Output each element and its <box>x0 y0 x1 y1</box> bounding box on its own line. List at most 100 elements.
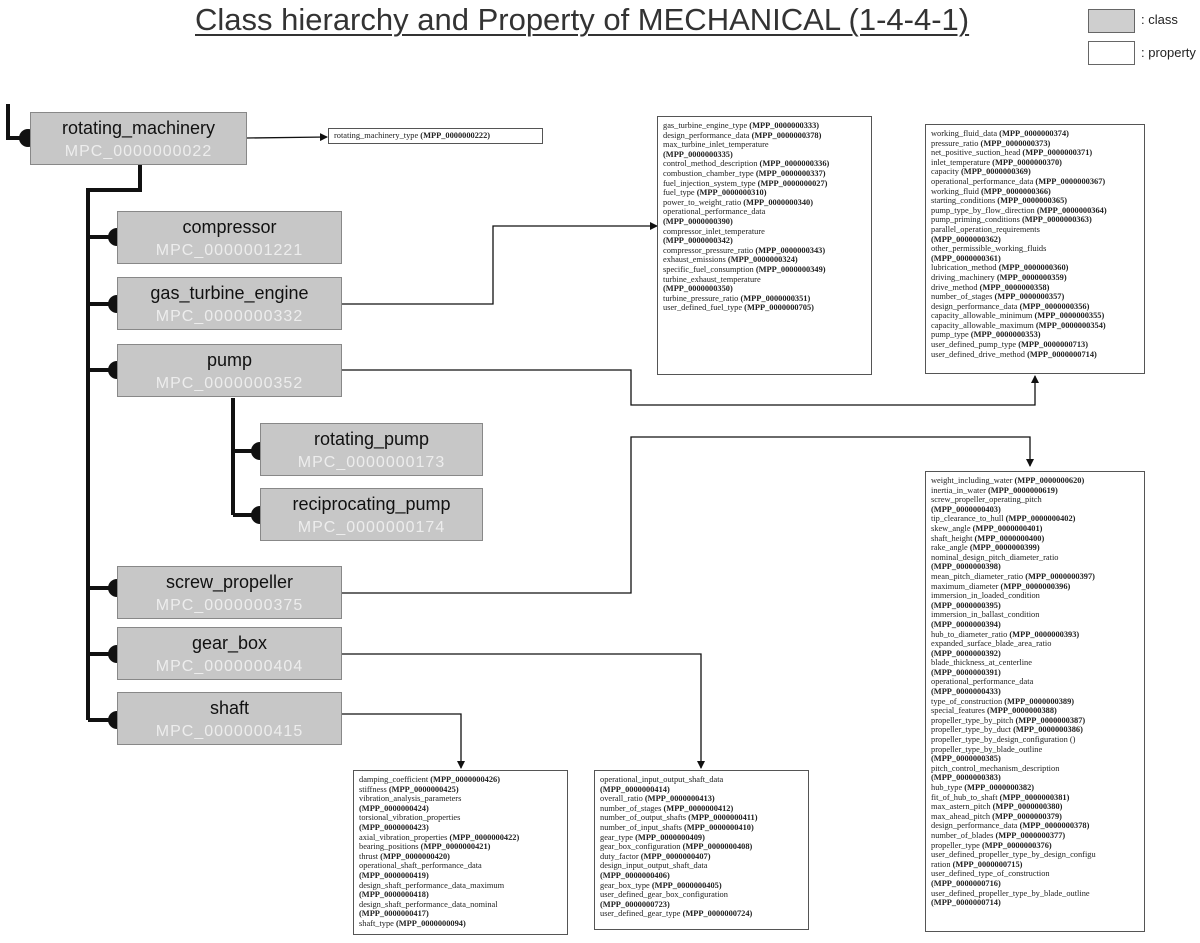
property-line: pressure_ratio (MPP_0000000373) <box>931 139 1139 149</box>
property-name: pump_priming_conditions <box>931 215 1022 225</box>
property-code: (MPP_0000000417) <box>359 909 429 919</box>
property-code: (MPP_0000000395) <box>931 600 1001 610</box>
property-line: nominal_design_pitch_diameter_ratio <box>931 553 1139 563</box>
class-node-screw-propeller[interactable]: screw_propeller MPC_0000000375 <box>117 566 342 619</box>
property-line: thrust (MPP_0000000420) <box>359 852 562 862</box>
property-line: propeller_type_by_duct (MPP_0000000386) <box>931 725 1139 735</box>
property-name: operational_performance_data <box>663 207 766 217</box>
property-line: screw_propeller_operating_pitch <box>931 495 1139 505</box>
property-line: pump_priming_conditions (MPP_0000000363) <box>931 215 1139 225</box>
property-line: net_positive_suction_head (MPP_000000037… <box>931 148 1139 158</box>
property-line: working_fluid_data (MPP_0000000374) <box>931 129 1139 139</box>
property-code: (MPP_0000000403) <box>931 504 1001 514</box>
property-code: (MPP_0000000418) <box>359 890 429 900</box>
property-line: operational_performance_data (MPP_000000… <box>931 177 1139 187</box>
property-name: capacity_allowable_maximum <box>931 320 1036 330</box>
property-line: (MPP_0000000390) <box>663 217 866 227</box>
property-code: (MPP_0000000366) <box>981 186 1051 196</box>
property-line: propeller_type (MPP_0000000376) <box>931 841 1139 851</box>
legend-property-label: : property <box>1141 45 1196 60</box>
property-code: (MPP_0000000349) <box>755 264 826 274</box>
property-box-pump: working_fluid_data (MPP_0000000374)press… <box>925 124 1145 374</box>
property-line: max_ahead_pitch (MPP_0000000379) <box>931 812 1139 822</box>
property-line: propeller_type_by_pitch (MPP_0000000387) <box>931 716 1139 726</box>
property-line: (MPP_0000000362) <box>931 235 1139 245</box>
property-name: max_ahead_pitch <box>931 811 993 821</box>
property-name: number_of_stages <box>931 292 995 302</box>
property-line: shaft_height (MPP_0000000400) <box>931 534 1139 544</box>
property-name: operational_input_output_shaft_data <box>600 775 724 784</box>
property-code: (MPP_0000000419) <box>359 870 429 880</box>
property-name: pump_type <box>931 330 971 340</box>
property-box-screw-propeller: weight_including_water (MPP_0000000620)i… <box>925 471 1145 932</box>
property-code: (MPP_0000000409) <box>635 832 705 842</box>
class-node-shaft[interactable]: shaft MPC_0000000415 <box>117 692 342 745</box>
property-code: (MPP_0000000358) <box>979 282 1050 292</box>
property-name: vibration_analysis_parameters <box>359 794 462 804</box>
class-node-pump[interactable]: pump MPC_0000000352 <box>117 344 342 397</box>
property-code: (MPP_0000000350) <box>663 284 733 294</box>
property-line: rake_angle (MPP_0000000399) <box>931 543 1139 553</box>
class-node-rotating-pump[interactable]: rotating_pump MPC_0000000173 <box>260 423 483 476</box>
property-line: damping_coefficient (MPP_0000000426) <box>359 775 562 785</box>
property-code: (MPP_0000000378) <box>751 130 822 140</box>
property-line: (MPP_0000000385) <box>931 754 1139 764</box>
property-code: (MPP_0000000379) <box>992 811 1062 821</box>
property-name: design_performance_data <box>931 821 1020 831</box>
class-node-gear-box[interactable]: gear_box MPC_0000000404 <box>117 627 342 680</box>
property-name: operational_performance_data <box>931 677 1034 687</box>
property-line: number_of_blades (MPP_0000000377) <box>931 831 1139 841</box>
property-line: gear_box_type (MPP_0000000405) <box>600 881 803 891</box>
property-line: propeller_type_by_blade_outline <box>931 745 1139 755</box>
property-code: (MPP_0000000094) <box>395 918 466 928</box>
property-code: (MPP_0000000383) <box>931 773 1001 783</box>
property-code: (MPP_0000000405) <box>651 880 722 890</box>
class-name: reciprocating_pump <box>292 494 451 514</box>
property-code: (MPP_0000000714) <box>931 898 1001 908</box>
property-code: (MPP_0000000420) <box>380 851 450 861</box>
property-name: propeller_type_by_duct <box>931 725 1014 735</box>
property-name: axial_vibration_properties <box>359 832 450 842</box>
property-name: gear_box_configuration <box>600 842 683 852</box>
property-line: (MPP_0000000403) <box>931 505 1139 515</box>
property-name: propeller_type_by_pitch <box>931 715 1016 725</box>
property-code: (MPP_0000000392) <box>931 648 1001 658</box>
property-line: shaft_type (MPP_0000000094) <box>359 919 562 929</box>
property-line: (MPP_0000000335) <box>663 150 866 160</box>
property-code: (MPP_0000000333) <box>749 121 820 130</box>
class-node-compressor[interactable]: compressor MPC_0000001221 <box>117 211 342 264</box>
property-code: (MPP_0000000713) <box>1018 340 1088 350</box>
property-code: (MPP_0000000394) <box>931 619 1001 629</box>
property-line: duty_factor (MPP_0000000407) <box>600 852 803 862</box>
property-line: (MPP_0000000391) <box>931 668 1139 678</box>
property-line: operational_performance_data <box>931 677 1139 687</box>
property-code: (MPP_0000000360) <box>998 263 1069 273</box>
property-name: power_to_weight_ratio <box>663 197 744 207</box>
property-code: (MPP_0000000343) <box>755 245 826 255</box>
property-box-rotating-machinery: rotating_machinery_type (MPP_0000000222) <box>328 128 543 144</box>
class-code: MPC_0000000332 <box>155 308 304 325</box>
property-code: (MPP_0000000382) <box>964 783 1035 792</box>
property-code: (MPP_0000000367) <box>1035 176 1106 186</box>
property-name: number_of_output_shafts <box>600 813 689 823</box>
class-code: MPC_0000000415 <box>155 723 304 740</box>
property-line: user_defined_pump_type (MPP_0000000713) <box>931 340 1139 350</box>
property-name: overall_ratio <box>600 794 645 804</box>
property-code: (MPP_0000000413) <box>644 794 715 804</box>
class-node-rotating-machinery[interactable]: rotating_machinery MPC_0000000022 <box>30 112 247 165</box>
property-code: (MPP_0000000385) <box>931 754 1001 764</box>
property-code: (MPP_0000000714) <box>1027 349 1097 359</box>
property-code: (MPP_0000000340) <box>743 197 814 207</box>
property-line: (MPP_0000000723) <box>600 900 803 910</box>
property-name: pump_type_by_flow_direction <box>931 205 1037 215</box>
property-line: design_performance_data (MPP_0000000356) <box>931 302 1139 312</box>
property-line: operational_performance_data <box>663 207 866 217</box>
property-line: user_defined_type_of_construction <box>931 869 1139 879</box>
property-code: (MPP_0000000370) <box>992 157 1062 167</box>
property-name: user_defined_fuel_type <box>663 303 745 313</box>
property-code: (MPP_0000000433) <box>931 687 1001 697</box>
property-line: (MPP_0000000414) <box>600 785 803 795</box>
class-node-gas-turbine-engine[interactable]: gas_turbine_engine MPC_0000000332 <box>117 277 342 330</box>
property-code: (MPP_0000000619) <box>987 485 1058 495</box>
class-node-reciprocating-pump[interactable]: reciprocating_pump MPC_0000000174 <box>260 488 483 541</box>
